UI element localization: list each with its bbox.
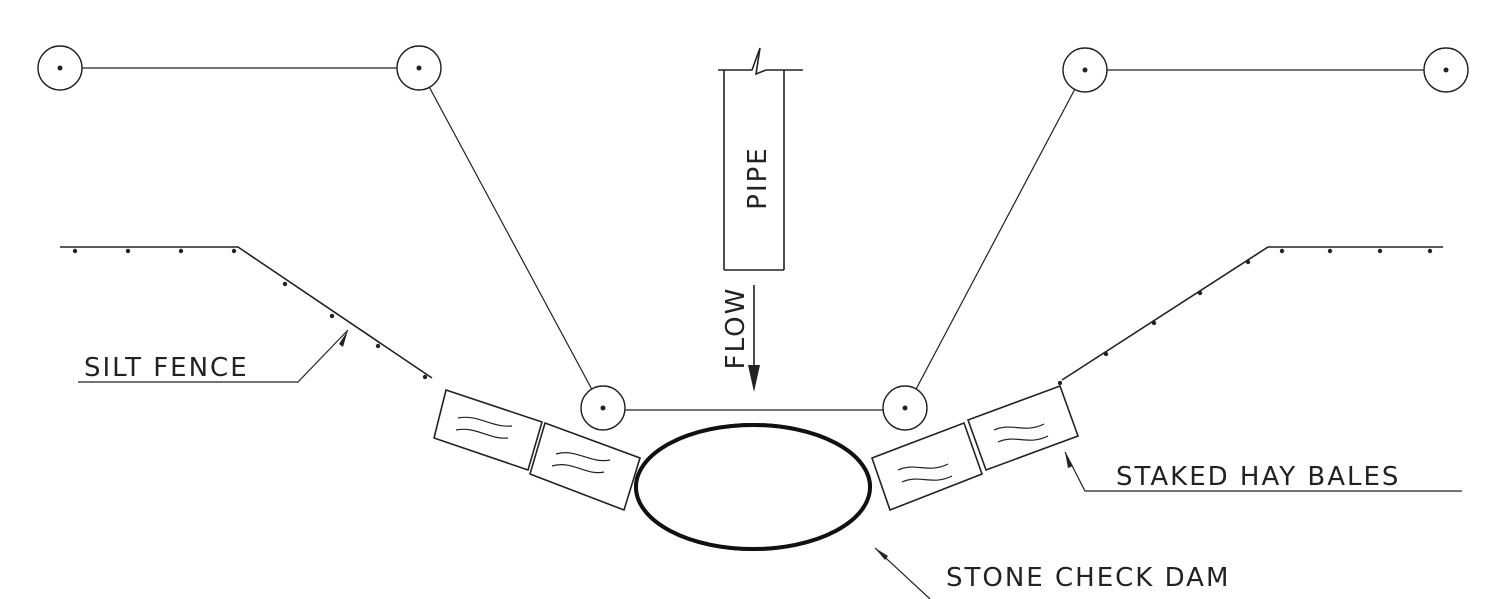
- silt-fence-leader: [78, 329, 349, 383]
- stone-check-dam: [634, 423, 872, 551]
- stake-circle-2: [396, 45, 442, 91]
- flow-label: FLOW: [721, 287, 751, 370]
- flow-arrow: [748, 285, 760, 392]
- stake-circle-6: [1423, 47, 1469, 93]
- check-dam-leader: [874, 547, 931, 599]
- stake-circle-5: [1062, 47, 1108, 93]
- stone-check-dam-label: STONE CHECK DAM: [946, 563, 1230, 593]
- staked-hay-bales-label: STAKED HAY BALES: [1116, 462, 1400, 492]
- pipe: [718, 47, 803, 271]
- silt-fence-right: [1057, 246, 1443, 386]
- silt-fence-left: [60, 246, 433, 380]
- hay-bale-3: [870, 421, 984, 512]
- stake-circle-1: [37, 45, 83, 91]
- stake-circle-4: [882, 385, 928, 431]
- silt-fence-label: SILT FENCE: [84, 353, 249, 383]
- hay-bale-1: [433, 388, 543, 472]
- hay-bales-leader: [1064, 451, 1462, 492]
- hay-bale-2: [529, 421, 641, 512]
- stringline-upper: [62, 67, 1446, 411]
- stake-circle-3: [580, 385, 626, 431]
- pipe-label: PIPE: [743, 146, 773, 209]
- hay-bale-4: [966, 384, 1080, 472]
